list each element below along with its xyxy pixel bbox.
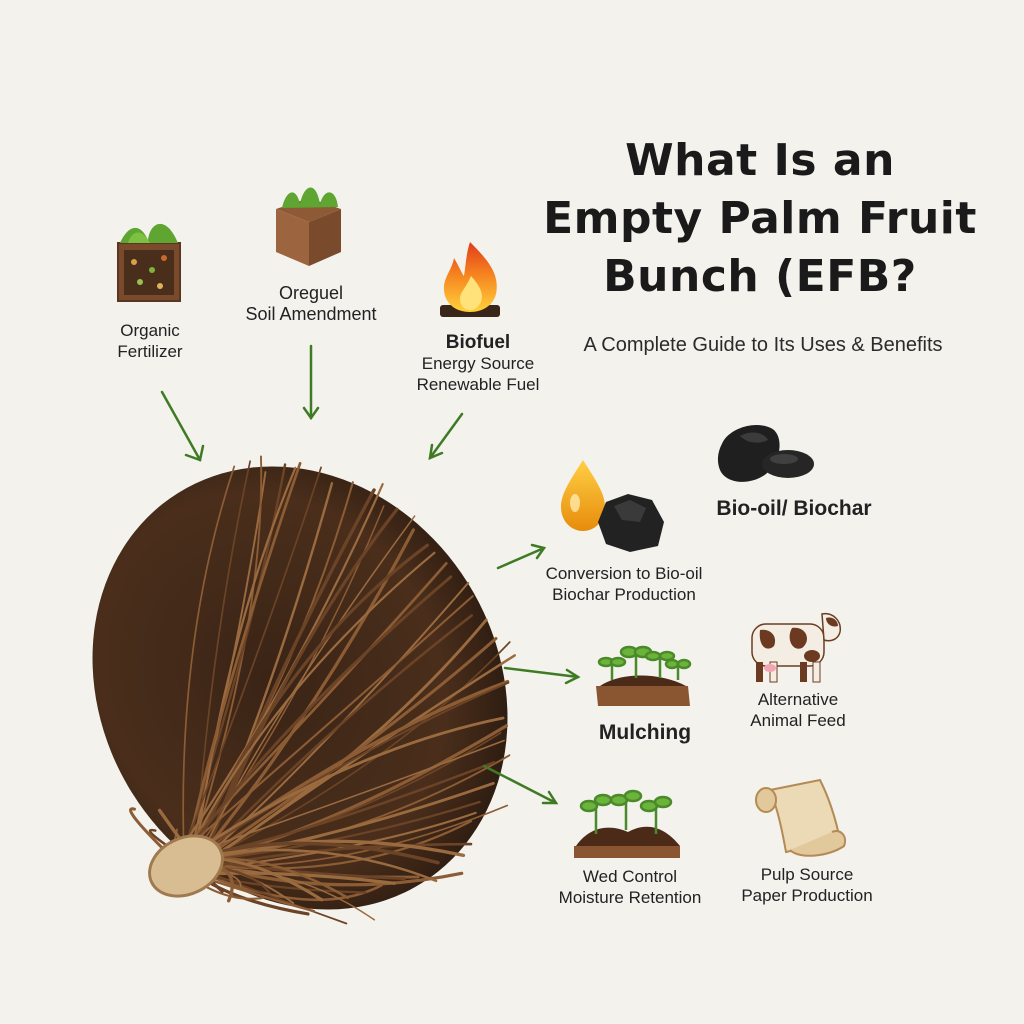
label-bio-oil-biochar: Bio-oil/ Biochar bbox=[696, 498, 892, 519]
efb-fiber-strand bbox=[175, 681, 510, 868]
empty-fruit-bunch-image bbox=[92, 455, 516, 925]
title-line-1: What Is an bbox=[625, 135, 895, 186]
label-animal-feed: Alternative Animal Feed bbox=[728, 689, 868, 731]
arrow-conversion bbox=[496, 543, 547, 570]
arrow-mulching bbox=[503, 666, 581, 685]
bio-oil-biochar-heading: Bio-oil/ Biochar bbox=[716, 497, 872, 520]
weed-control-line-1: Wed Control bbox=[582, 867, 678, 886]
arrow-weed-control bbox=[482, 764, 559, 805]
mulch-bed-icon bbox=[574, 789, 680, 858]
efb-fiber-strand bbox=[193, 466, 297, 865]
biofuel-line-2: Renewable Fuel bbox=[416, 375, 540, 394]
arrows bbox=[160, 344, 581, 805]
soil-amendment-line-2: Soil Amendment bbox=[245, 304, 377, 324]
label-organic-fertilizer: Organic Fertilizer bbox=[90, 320, 210, 362]
weed-control-line-2: Moisture Retention bbox=[558, 888, 702, 907]
page-title: What Is an Empty Palm Fruit Bunch (EFB? bbox=[540, 132, 980, 306]
efb-fiber-strand bbox=[182, 465, 236, 867]
arrow-fertilizer bbox=[160, 390, 205, 462]
label-conversion: Conversion to Bio-oil Biochar Production bbox=[526, 563, 722, 605]
efb-fiber-strand bbox=[181, 716, 505, 862]
seedling-bed-icon bbox=[596, 645, 692, 706]
efb-fiber-strand bbox=[188, 820, 473, 870]
animal-feed-line-2: Animal Feed bbox=[750, 711, 846, 730]
efb-fiber-strand bbox=[184, 551, 436, 859]
label-pulp: Pulp Source Paper Production bbox=[724, 864, 890, 906]
label-soil-amendment: Oreguel Soil Amendment bbox=[226, 283, 396, 325]
efb-fiber-strand bbox=[198, 800, 481, 863]
fertilizer-box-icon bbox=[117, 223, 181, 302]
fire-icon bbox=[440, 242, 500, 317]
efb-fiber-strand bbox=[184, 636, 498, 872]
efb-fiber-strand bbox=[176, 466, 322, 866]
efb-fiber-strand bbox=[183, 461, 302, 863]
pulp-line-1: Pulp Source bbox=[760, 865, 854, 884]
animal-feed-line-1: Alternative bbox=[757, 690, 839, 709]
pulp-line-2: Paper Production bbox=[741, 886, 873, 905]
biofuel-line-1: Energy Source bbox=[421, 354, 535, 373]
label-biofuel: Biofuel Energy Source Renewable Fuel bbox=[398, 332, 558, 395]
soil-amendment-line-1: Oreguel bbox=[278, 283, 344, 303]
efb-fibers bbox=[129, 455, 516, 925]
mulching-heading: Mulching bbox=[598, 721, 692, 744]
biochar-lumps-icon bbox=[717, 425, 814, 482]
efb-fiber-strand bbox=[185, 543, 430, 875]
soil-cube-icon bbox=[276, 187, 341, 266]
efb-fiber-strand bbox=[180, 739, 506, 858]
title-line-3: Bunch (EFB? bbox=[603, 251, 917, 302]
cow-icon bbox=[751, 612, 841, 683]
organic-fertilizer-line-1: Organic bbox=[120, 321, 180, 340]
efb-fiber-strand bbox=[172, 595, 474, 861]
arrow-soil bbox=[302, 344, 320, 421]
label-mulching: Mulching bbox=[580, 722, 710, 743]
conversion-line-2: Biochar Production bbox=[552, 585, 696, 604]
oil-drop-biochar-icon bbox=[561, 460, 664, 552]
conversion-line-1: Conversion to Bio-oil bbox=[545, 564, 703, 583]
efb-fiber-strand bbox=[195, 641, 511, 866]
efb-fiber-strand bbox=[191, 581, 470, 870]
paper-scroll-icon bbox=[755, 778, 846, 857]
label-weed-control: Wed Control Moisture Retention bbox=[540, 866, 720, 908]
subtitle: A Complete Guide to Its Uses & Benefits bbox=[583, 334, 943, 356]
efb-fiber-strand bbox=[181, 575, 453, 858]
organic-fertilizer-line-2: Fertilizer bbox=[117, 342, 183, 361]
arrow-biofuel bbox=[428, 412, 464, 461]
biofuel-heading: Biofuel bbox=[445, 332, 511, 353]
title-line-2: Empty Palm Fruit bbox=[543, 193, 977, 244]
